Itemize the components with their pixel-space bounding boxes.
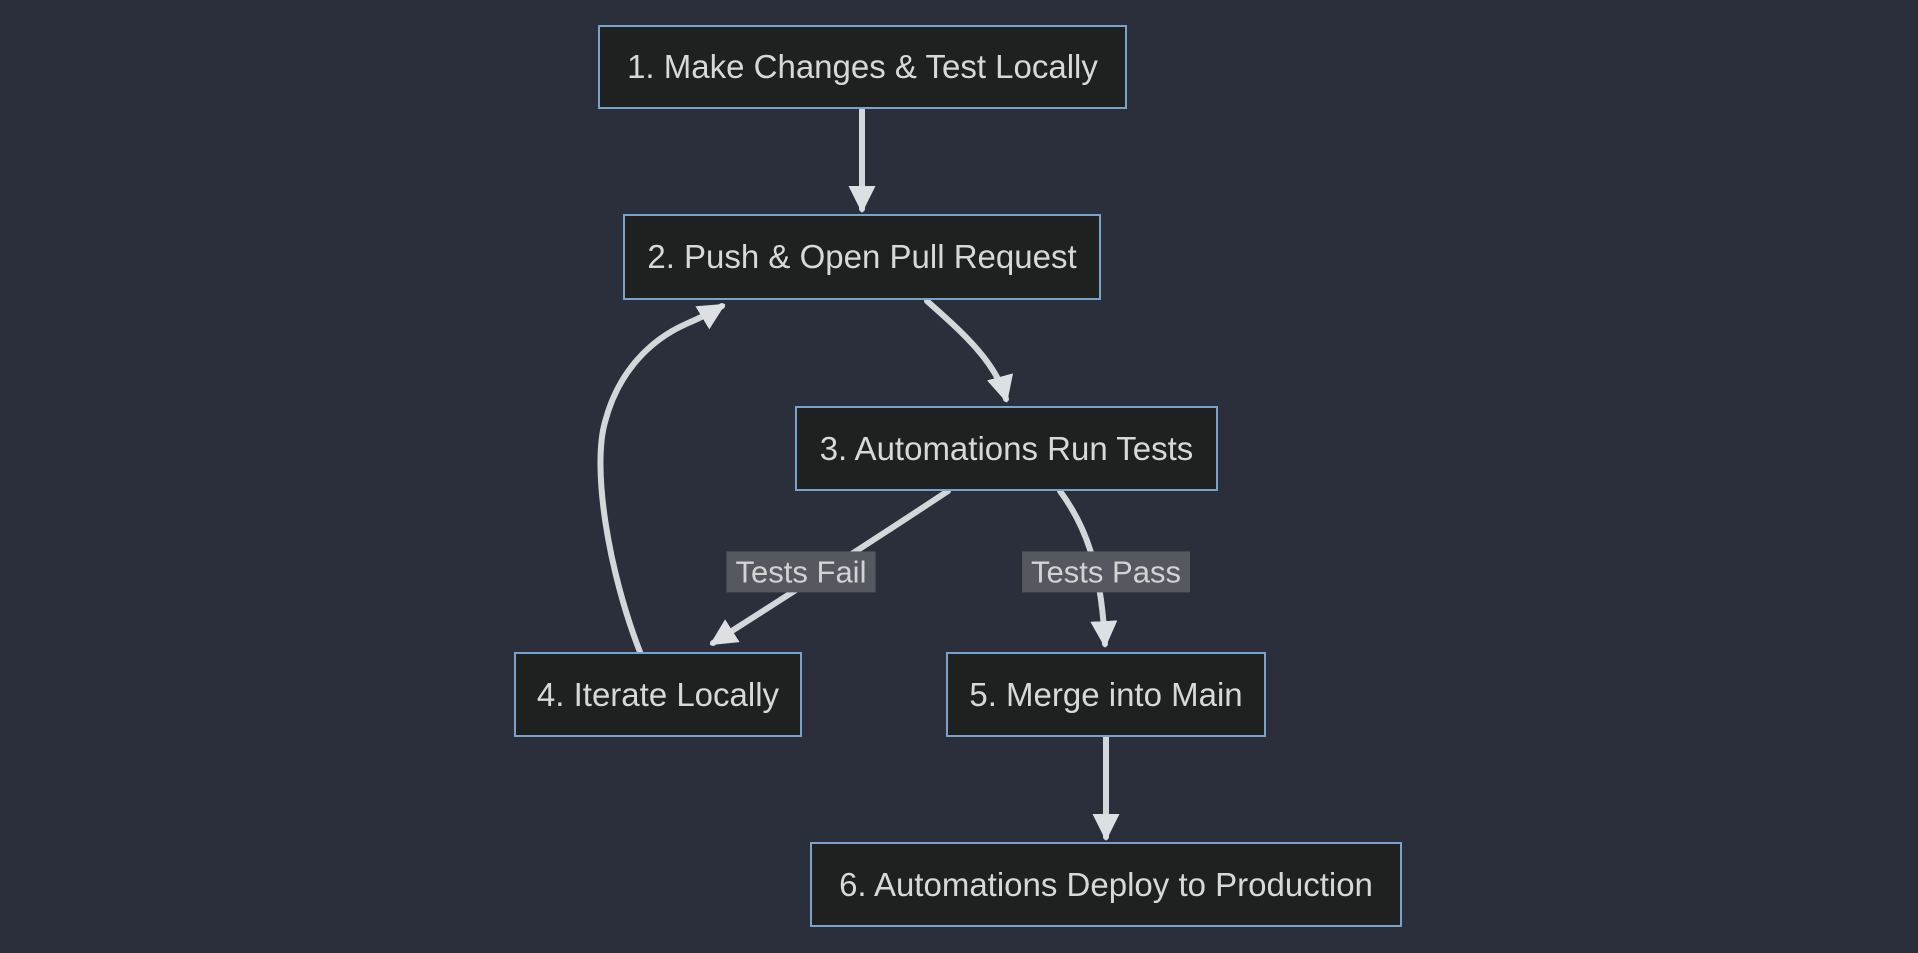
node-merge-into-main: 5. Merge into Main — [946, 652, 1266, 737]
node-label: 3. Automations Run Tests — [819, 429, 1194, 467]
edge-label-tests-pass: Tests Pass — [1022, 551, 1190, 593]
edge-label-tests-fail: Tests Fail — [726, 551, 876, 593]
node-label: 5. Merge into Main — [969, 675, 1243, 713]
node-label: 2. Push & Open Pull Request — [647, 238, 1077, 276]
node-label: 1. Make Changes & Test Locally — [627, 48, 1098, 86]
node-automations-deploy-production: 6. Automations Deploy to Production — [810, 842, 1402, 927]
edge-4-to-2-loop — [597, 303, 726, 655]
node-automations-run-tests: 3. Automations Run Tests — [795, 406, 1218, 491]
node-label: 4. Iterate Locally — [536, 675, 780, 713]
edge-3-to-5-tests-pass — [1057, 488, 1118, 649]
node-label: 6. Automations Deploy to Production — [839, 865, 1373, 903]
edge-2-to-3 — [924, 298, 1014, 403]
node-push-open-pull-request: 2. Push & Open Pull Request — [623, 214, 1101, 300]
node-make-changes-test-locally: 1. Make Changes & Test Locally — [598, 25, 1127, 109]
node-iterate-locally: 4. Iterate Locally — [514, 652, 802, 737]
